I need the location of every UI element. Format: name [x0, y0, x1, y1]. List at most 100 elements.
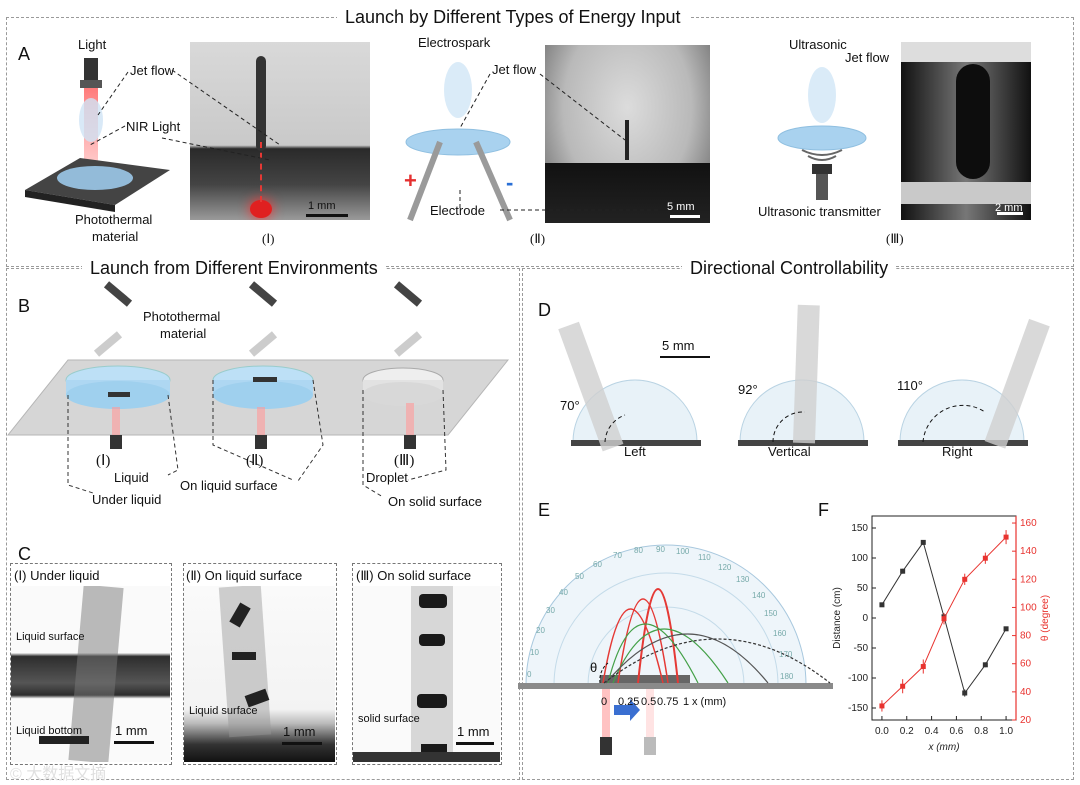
ultra-scale-bar [997, 212, 1023, 215]
c2-flake-2 [232, 652, 256, 660]
env-onsolid-label: On solid surface [388, 494, 482, 509]
light-title: Light [78, 37, 107, 52]
e-prot-2: 20 [536, 626, 545, 635]
e-prot-13: 130 [736, 575, 750, 584]
c3-scale-bar [456, 742, 494, 745]
env-schematic [6, 281, 510, 498]
c1-photo [11, 586, 170, 762]
c2-scale-bar [282, 742, 322, 745]
c1-surface-label: Liquid surface [16, 631, 85, 643]
ultra-bottom-band [901, 182, 1031, 204]
f-point [879, 703, 885, 709]
e-prot-18: 180 [780, 672, 794, 681]
spark-plus-sign: + [404, 168, 417, 193]
e-xtick-4: 1 [683, 696, 690, 708]
light-roman: (Ⅰ) [262, 231, 275, 246]
env-roman-1: (Ⅰ) [96, 453, 111, 469]
light-schematic [25, 58, 170, 212]
f-chart: -150-100-5005010015020406080100120140160… [832, 515, 1051, 753]
light-photo: 1 mm [190, 42, 370, 220]
spark-dark-band [545, 163, 710, 223]
e-prot-4: 40 [559, 588, 568, 597]
c2-scale-label: 1 mm [283, 724, 316, 739]
f-ytick-left-label: -150 [848, 703, 868, 714]
e-prot-5: 50 [575, 572, 584, 581]
c3-surface-label: solid surface [358, 713, 420, 725]
e-prot-1: 10 [530, 648, 539, 657]
c3-strip [411, 586, 453, 756]
f-xlabel: x (mm) [927, 742, 959, 753]
d-label-right: Right [942, 444, 973, 459]
ultra-jet-shape [956, 64, 990, 179]
f-axes: -150-100-5005010015020406080100120140160… [832, 515, 1051, 753]
f-xtick-label: 0.8 [974, 726, 988, 737]
spark-leader-lines [459, 73, 660, 211]
e-xtick-3: 0.75 [657, 696, 679, 708]
f-marks [879, 530, 1009, 712]
c1-scale-label: 1 mm [115, 723, 148, 738]
panel-c-letter: C [18, 544, 31, 564]
f-ylabel-left: Distance (cm) [832, 587, 843, 649]
f-ytick-left-label: 0 [862, 613, 868, 624]
light-nir-dot [250, 200, 272, 218]
light-jet-label: Jet flow [130, 63, 175, 78]
e-prot-7: 70 [613, 551, 622, 560]
env-liquid-label: Liquid [114, 470, 149, 485]
top-section-title: Launch by Different Types of Energy Inpu… [337, 7, 689, 28]
c1-frame [10, 563, 172, 765]
f-point [982, 662, 988, 668]
ultra-top-band [901, 42, 1031, 62]
c3-title: (Ⅲ) On solid surface [356, 568, 472, 583]
e-xtick-2: 0.5 [641, 696, 657, 708]
env-section-title: Launch from Different Environments [82, 258, 386, 279]
d-left-group [558, 321, 701, 452]
c3-flake-1 [419, 594, 447, 608]
spark-jet-shape [625, 120, 629, 160]
env-onliquid-label: On liquid surface [180, 478, 278, 493]
env-roman-3: (Ⅲ) [394, 453, 415, 469]
d-mid-group [738, 304, 868, 446]
d-angle-right: 110° [897, 378, 923, 393]
f-point [920, 539, 926, 545]
c1-scale-bar [114, 741, 154, 744]
e-prot-12: 120 [718, 563, 732, 572]
env-material-label-1: Photothermal [143, 309, 221, 324]
d-label-left: Left [624, 444, 646, 459]
c3-flake-3 [417, 694, 447, 708]
spark-minus-sign: - [506, 170, 514, 195]
f-xtick-label: 0.4 [925, 726, 939, 737]
e-xunit: x (mm) [692, 696, 727, 708]
f-point [900, 683, 906, 689]
ultra-schematic [777, 67, 867, 200]
spark-schematic [405, 62, 513, 222]
light-material-label-2: material [92, 229, 139, 244]
e-prot-8: 80 [634, 546, 643, 555]
spark-electrode-label: Electrode [430, 203, 485, 218]
watermark: © 大数据文摘 [10, 766, 107, 783]
env-droplet-label: Droplet [366, 470, 408, 485]
light-nir-beam [260, 142, 264, 202]
d-angle-mid: 92° [738, 382, 758, 397]
ultra-jet-label: Jet flow [845, 50, 890, 65]
e-xtick-0: 0 [601, 696, 608, 708]
f-point [1003, 534, 1009, 540]
c2-photo [184, 586, 335, 762]
light-scale-bar [306, 214, 348, 217]
f-point [941, 616, 947, 622]
f-point [920, 664, 926, 670]
env-under-label: Under liquid [92, 492, 162, 507]
f-ytick-right-label: 160 [1020, 518, 1037, 529]
c2-title: (Ⅱ) On liquid surface [186, 568, 303, 583]
e-diagram [518, 544, 833, 755]
c3-flake-4 [421, 744, 447, 752]
f-ytick-left-label: 50 [857, 583, 869, 594]
light-scale-label: 1 mm [308, 200, 336, 212]
f-ytick-right-label: 40 [1020, 687, 1032, 698]
f-xtick-label: 0.0 [875, 726, 889, 737]
dir-section-title: Directional Controllability [682, 258, 897, 279]
spark-scale-label: 5 mm [667, 201, 695, 213]
f-xtick-label: 1.0 [999, 726, 1013, 737]
e-prot-17: 170 [779, 650, 793, 659]
f-xtick-label: 0.2 [900, 726, 914, 737]
f-point [982, 555, 988, 561]
